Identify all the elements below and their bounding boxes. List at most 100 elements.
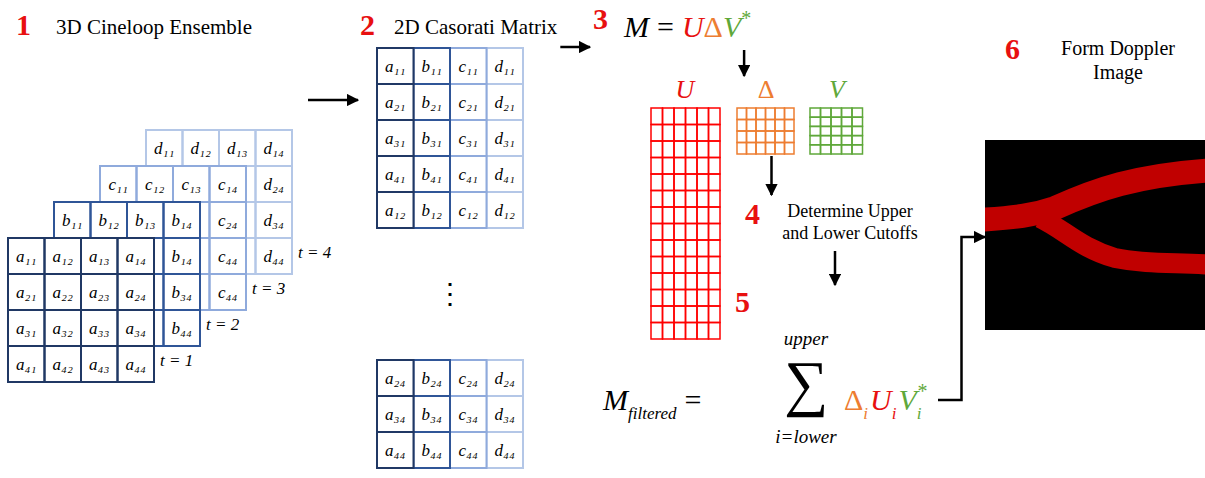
filter-equation: 5Mfiltered=upper∑i=lowerΔiUiVi* (598, 285, 938, 473)
matrix-cell: c₁₂ (145, 176, 164, 193)
matrix-cell: c₄₁ (459, 166, 478, 183)
matrix-cell: c₃₁ (459, 130, 478, 147)
equation-subscript: filtered (628, 405, 676, 424)
flow-arrow (560, 46, 590, 49)
matrix-cell: b₂₁ (422, 94, 442, 111)
text-group: 3 (593, 2, 608, 35)
matrix-cell: a₁₂ (53, 248, 73, 265)
equation-subscript: i (892, 405, 897, 424)
text-group: Form Doppler Image (1043, 36, 1193, 84)
matrix-cell: a₄₄ (385, 442, 405, 459)
text-group: U (648, 76, 722, 105)
matrix-cell: d₂₄ (495, 370, 515, 387)
matrix-cell: b₁₄ (172, 248, 192, 265)
matrix-cell: c₁₂ (459, 202, 478, 219)
u-matrix-node: U (648, 76, 725, 344)
matrix-cell: d₂₄ (264, 176, 284, 193)
matrix-cell: b₄₁ (422, 166, 442, 183)
matrix-cell: b₁₂ (422, 202, 442, 219)
matrix-cell: c₁₁ (109, 176, 128, 193)
equation-term: Δ (844, 383, 863, 416)
matrix-cell: c₃₄ (459, 406, 478, 423)
text-group: 3D Cineloop Ensemble (56, 16, 252, 39)
matrix-cell: a₁₃ (89, 248, 109, 265)
text-group: 2D Casorati Matrix (394, 16, 557, 39)
matrix-cell: b₁₁ (62, 212, 82, 229)
matrix-grids (8, 48, 863, 468)
svd-equation: 3 M=UΔV* (590, 2, 754, 50)
matrix-cell: b₁₃ (135, 212, 155, 229)
matrix-cell: c₄₄ (218, 248, 237, 265)
matrix-cell: a₂₄ (385, 370, 405, 387)
sum-limit: upper (784, 329, 828, 350)
flow-arrow (834, 251, 837, 285)
text-group: Δ (734, 76, 798, 105)
matrix-cell: b₁₄ (172, 212, 192, 229)
step-text: Determine Upper and Lower Cutoffs (782, 201, 918, 243)
text-group: 2 (360, 8, 375, 41)
matrix-cell: b₄₄ (422, 442, 442, 459)
flow-arrow (308, 99, 358, 102)
matrix-cell: d₁₂ (191, 140, 211, 157)
step-number: 3 (593, 2, 608, 35)
delta-matrix (737, 108, 794, 154)
matrix-cell: b₁₁ (422, 58, 442, 75)
text-group: M=UΔV* (624, 10, 751, 43)
matrix-name: V (829, 76, 845, 105)
text-group: V (806, 76, 868, 105)
time-label: t = 4 (298, 244, 331, 261)
v-matrix (810, 108, 863, 154)
matrix-cell: c₂₁ (459, 94, 478, 111)
matrix-cell: d₄₁ (495, 166, 515, 183)
matrix-cell: a₃₁ (16, 320, 36, 337)
matrix-cell: a₁₁ (16, 248, 36, 265)
text-group: 5 (735, 285, 750, 318)
flow-arrow (743, 50, 746, 76)
u-matrix (651, 108, 720, 339)
time-label: t = 1 (160, 352, 193, 369)
text-group: 6 (1005, 32, 1020, 65)
text-group: Determine Upper and Lower Cutoffs (776, 201, 924, 244)
matrix-cell: a₂₃ (89, 284, 109, 301)
text-group: ∑ (768, 349, 844, 417)
text-group: 1 (16, 8, 31, 41)
equation-subscript: i (863, 405, 868, 424)
matrix-cell: b₂₄ (422, 370, 442, 387)
matrix-cell: a₁₂ (385, 202, 405, 219)
matrix-name: Δ (758, 76, 775, 105)
matrix-cell: a₄₂ (53, 356, 73, 373)
sum-limit: i=lower (775, 427, 836, 448)
delta-matrix-node: Δ (734, 76, 801, 156)
matrix-cell: a₁₄ (126, 248, 146, 265)
text-group: i=lower (768, 427, 844, 448)
matrix-cell: c₂₄ (459, 370, 478, 387)
matrix-cell: d₁₂ (495, 202, 515, 219)
text-group: upper (768, 329, 844, 350)
matrix-cell: a₄₁ (16, 356, 36, 373)
matrix-cell: c₄₄ (459, 442, 478, 459)
matrix-cell: d₁₃ (227, 140, 247, 157)
frame-layer (8, 238, 154, 382)
casorati-column (377, 360, 414, 468)
stage-title: Form Doppler Image (1061, 37, 1175, 83)
casorati-column (487, 48, 524, 228)
casorati-column (487, 360, 524, 468)
matrix-name: U (676, 76, 695, 105)
equation-term: * (741, 7, 751, 29)
matrix-cell: a₃₃ (89, 320, 109, 337)
matrix-cell: d₃₁ (495, 130, 515, 147)
cutoff-step: 4 Determine Upper and Lower Cutoffs (742, 195, 928, 251)
casorati-column (450, 48, 487, 228)
matrix-cell: a₂₁ (385, 94, 405, 111)
text-group: ΔiUiVi* (844, 383, 928, 416)
matrix-cell: c₄₄ (218, 284, 237, 301)
matrix-cell: a₂₄ (126, 284, 146, 301)
text-group: 4 (745, 197, 760, 230)
time-label: t = 2 (206, 316, 239, 333)
equation-term: V (723, 10, 741, 43)
matrix-cell: a₁₁ (385, 58, 405, 75)
matrix-cell: c₂₄ (218, 212, 237, 229)
flow-arrow (770, 156, 773, 195)
